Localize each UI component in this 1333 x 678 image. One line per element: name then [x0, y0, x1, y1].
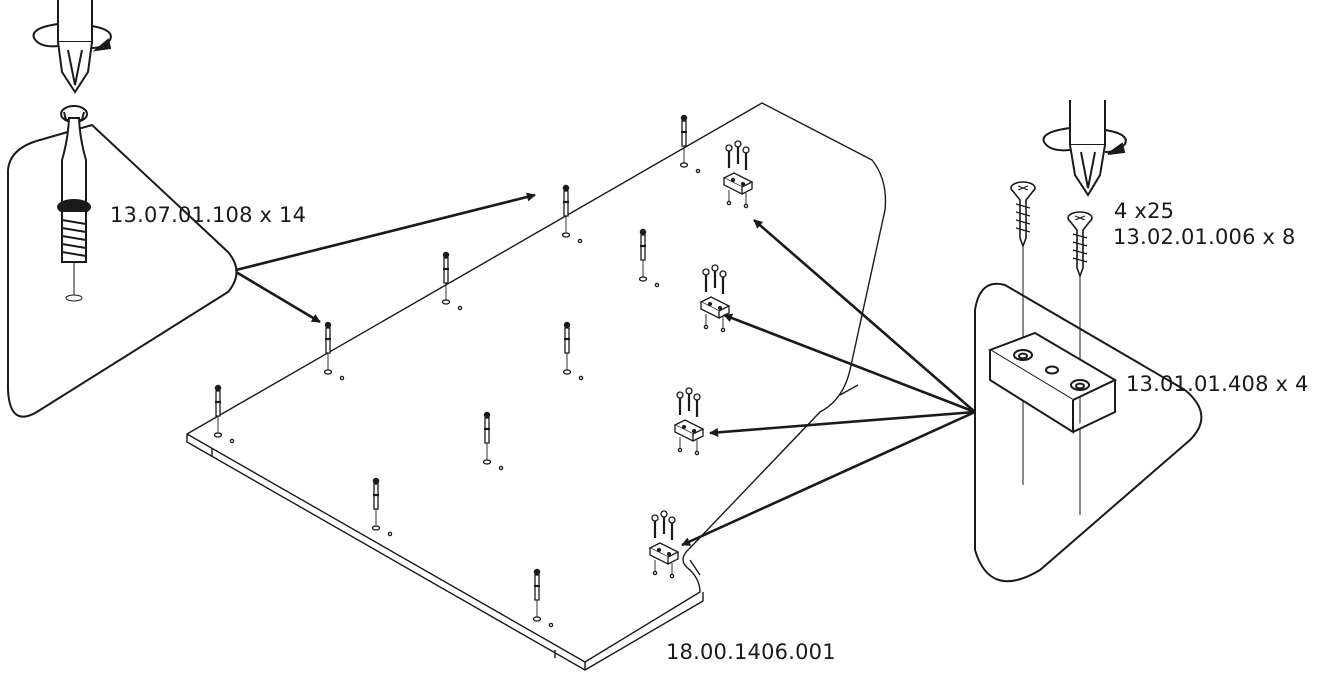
- screw-part-label: 13.02.01.006 x 8: [1113, 225, 1296, 249]
- screw-size-label: 4 x25: [1114, 199, 1175, 223]
- connector-callout: [7, 123, 238, 418]
- corner-blocks: [648, 140, 754, 579]
- pointer-arrows: [235, 192, 976, 547]
- arrow: [235, 270, 321, 324]
- screwdriver-icon: [1042, 100, 1127, 197]
- connector-bolt: [371, 477, 393, 537]
- arrow: [709, 410, 976, 437]
- arrow: [753, 219, 976, 413]
- arrow: [235, 192, 536, 272]
- connector-bolts: [213, 114, 701, 628]
- connector-bolt: [482, 411, 504, 471]
- corner-block: [673, 387, 705, 456]
- connector-bolt: [441, 251, 463, 311]
- block-callout: [974, 282, 1203, 583]
- connector-part-label: 13.07.01.108 x 14: [110, 203, 307, 227]
- arrow: [681, 410, 976, 547]
- connector-bolt: [561, 184, 583, 244]
- screw-icon: [1010, 181, 1036, 485]
- corner-block: [648, 510, 680, 579]
- corner-block-icon: [987, 331, 1118, 434]
- corner-block: [722, 140, 754, 209]
- connector-bolt-icon: [57, 105, 91, 302]
- connector-bolt: [679, 114, 701, 174]
- connector-bolt: [638, 228, 660, 288]
- screwdriver-icon: [32, 0, 112, 94]
- connector-bolt: [213, 384, 235, 444]
- connector-bolt: [323, 321, 345, 381]
- connector-bolt: [532, 568, 554, 628]
- panel-board: [186, 102, 887, 671]
- corner-block: [699, 264, 731, 333]
- block-part-label: 13.01.01.408 x 4: [1126, 372, 1309, 396]
- panel-part-label: 18.00.1406.001: [666, 640, 836, 664]
- connector-bolt: [562, 321, 584, 381]
- arrow: [723, 313, 976, 414]
